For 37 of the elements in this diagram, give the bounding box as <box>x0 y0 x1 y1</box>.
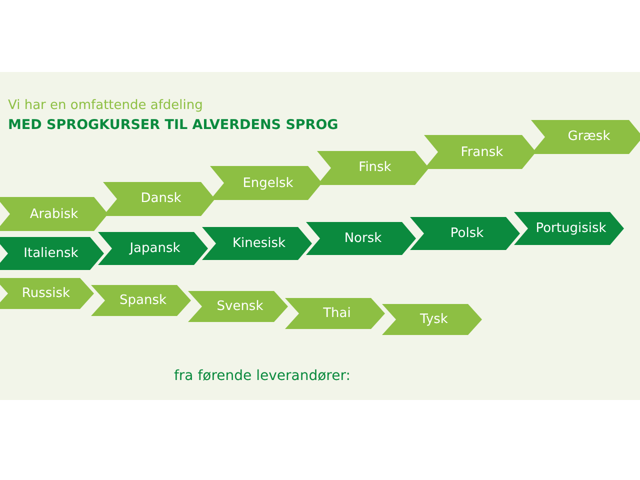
language-label: Japansk <box>128 240 182 258</box>
heading: MED SPROGKURSER TIL ALVERDENS SPROG <box>8 117 338 133</box>
language-tag <box>91 284 191 316</box>
language-tag <box>306 222 416 255</box>
language-tag <box>103 182 215 216</box>
language-label: Fransk <box>460 144 504 162</box>
language-label: Engelsk <box>242 174 294 192</box>
language-label: Finsk <box>358 159 392 177</box>
language-tag <box>285 298 385 328</box>
language-label: Portugisisk <box>534 220 608 238</box>
language-tag <box>188 291 288 322</box>
language-label: Thai <box>322 304 352 322</box>
language-label: Arabisk <box>28 206 80 224</box>
language-tag <box>531 120 640 154</box>
intro-text: Vi har en omfattende afdeling <box>8 98 203 113</box>
language-label: Græsk <box>566 128 612 146</box>
language-tag <box>0 197 108 231</box>
language-tag <box>424 135 536 169</box>
language-tag <box>98 232 208 265</box>
language-tag <box>514 212 624 245</box>
language-tag <box>0 278 94 309</box>
language-label: Kinesisk <box>231 235 287 253</box>
language-tag <box>410 217 520 250</box>
language-tag <box>202 227 312 260</box>
language-tag <box>317 150 429 184</box>
language-label: Dansk <box>140 190 182 208</box>
language-tag <box>382 304 482 335</box>
language-label: Italiensk <box>22 245 80 263</box>
language-tag <box>210 166 322 200</box>
language-tag <box>0 237 104 270</box>
language-label: Norsk <box>343 230 383 248</box>
language-label: Tysk <box>419 311 449 329</box>
language-label: Polsk <box>449 225 485 243</box>
suppliers-text: fra førende leverandører: <box>174 368 350 384</box>
language-label: Svensk <box>216 298 264 316</box>
language-label: Russisk <box>20 285 72 303</box>
language-label: Spansk <box>118 292 168 310</box>
